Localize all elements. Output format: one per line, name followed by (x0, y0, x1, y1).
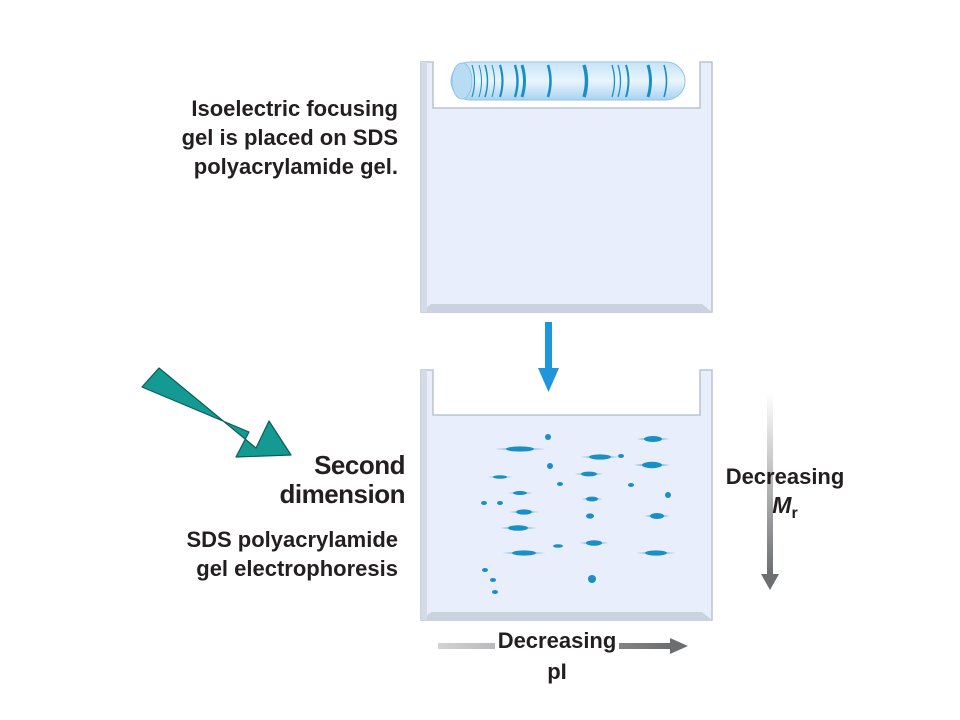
protein-spot (545, 434, 551, 440)
second-dimension-line-2: dimension (279, 479, 405, 509)
ief-band (625, 64, 630, 98)
protein-spots (481, 434, 676, 594)
ief-band (471, 64, 476, 98)
ief-caption-line-3: polyacrylamide gel. (193, 154, 398, 179)
ief-caption-line-2: gel is placed on SDS (181, 125, 398, 150)
ief-band (520, 64, 526, 98)
protein-spot (490, 578, 496, 582)
protein-spot (482, 568, 488, 572)
protein-spot-streak (580, 455, 620, 459)
protein-spot (497, 501, 503, 505)
second-dimension-line-1: Second (314, 450, 405, 480)
flow-arrow (538, 322, 559, 392)
protein-spot-streak (502, 551, 546, 555)
protein-spot-streak (507, 492, 533, 494)
ief-band (478, 64, 482, 98)
protein-spot-streak (494, 447, 546, 451)
pi-axis-symbol: pI (547, 659, 567, 684)
protein-spot-streak (636, 551, 676, 555)
bottom-gel-box (420, 369, 713, 621)
ief-band (611, 64, 616, 98)
pi-axis-label: Decreasing pI (482, 625, 632, 687)
protein-spot (547, 463, 553, 469)
ief-caption-line-1: Isoelectric focusing (191, 96, 398, 121)
protein-spot (665, 492, 671, 498)
mr-axis-word: Decreasing (725, 464, 845, 489)
mr-axis-symbol: M (772, 492, 792, 518)
ief-band (546, 64, 552, 98)
protein-spot (628, 483, 634, 487)
mr-axis-symbol-line: Mr (712, 491, 858, 523)
ief-band (582, 64, 589, 98)
pi-axis-word: Decreasing (494, 625, 620, 656)
ief-band (617, 64, 622, 98)
mr-axis-label: Decreasing Mr (712, 462, 858, 523)
ief-band (646, 64, 652, 98)
teal-pointer-arrow (141, 367, 292, 458)
top-gel-box (420, 61, 713, 313)
ief-bands (471, 64, 668, 98)
ief-band (663, 64, 668, 98)
protein-spot-streak (636, 437, 670, 441)
ief-caption: Isoelectric focusing gel is placed on SD… (150, 94, 398, 181)
protein-spot-streak (487, 476, 513, 478)
method-caption: SDS polyacrylamide gel electrophoresis (140, 525, 398, 583)
protein-spot-streak (644, 514, 670, 518)
method-caption-line-1: SDS polyacrylamide (186, 527, 398, 552)
ief-band (513, 64, 519, 98)
protein-spot-streak (634, 463, 670, 467)
protein-spot (586, 513, 594, 519)
protein-spot-streak (574, 472, 604, 476)
ief-gel-tube (450, 61, 686, 101)
mr-axis-subscript: r (791, 505, 798, 522)
ief-band (484, 64, 489, 98)
protein-spot (588, 575, 596, 583)
protein-spot-streak (500, 526, 536, 530)
protein-spot (557, 482, 563, 486)
ief-band (498, 64, 504, 98)
protein-spot (553, 544, 563, 548)
protein-spot-streak (509, 510, 539, 514)
protein-spot-streak (581, 497, 603, 501)
second-dimension-label: Second dimension (200, 451, 405, 509)
method-caption-line-2: gel electrophoresis (196, 556, 398, 581)
protein-spot (618, 454, 624, 458)
ief-band (491, 64, 495, 98)
mr-axis-arrow (761, 393, 779, 590)
protein-spot (492, 590, 498, 594)
protein-spot-streak (579, 541, 609, 545)
protein-spot (481, 501, 487, 505)
